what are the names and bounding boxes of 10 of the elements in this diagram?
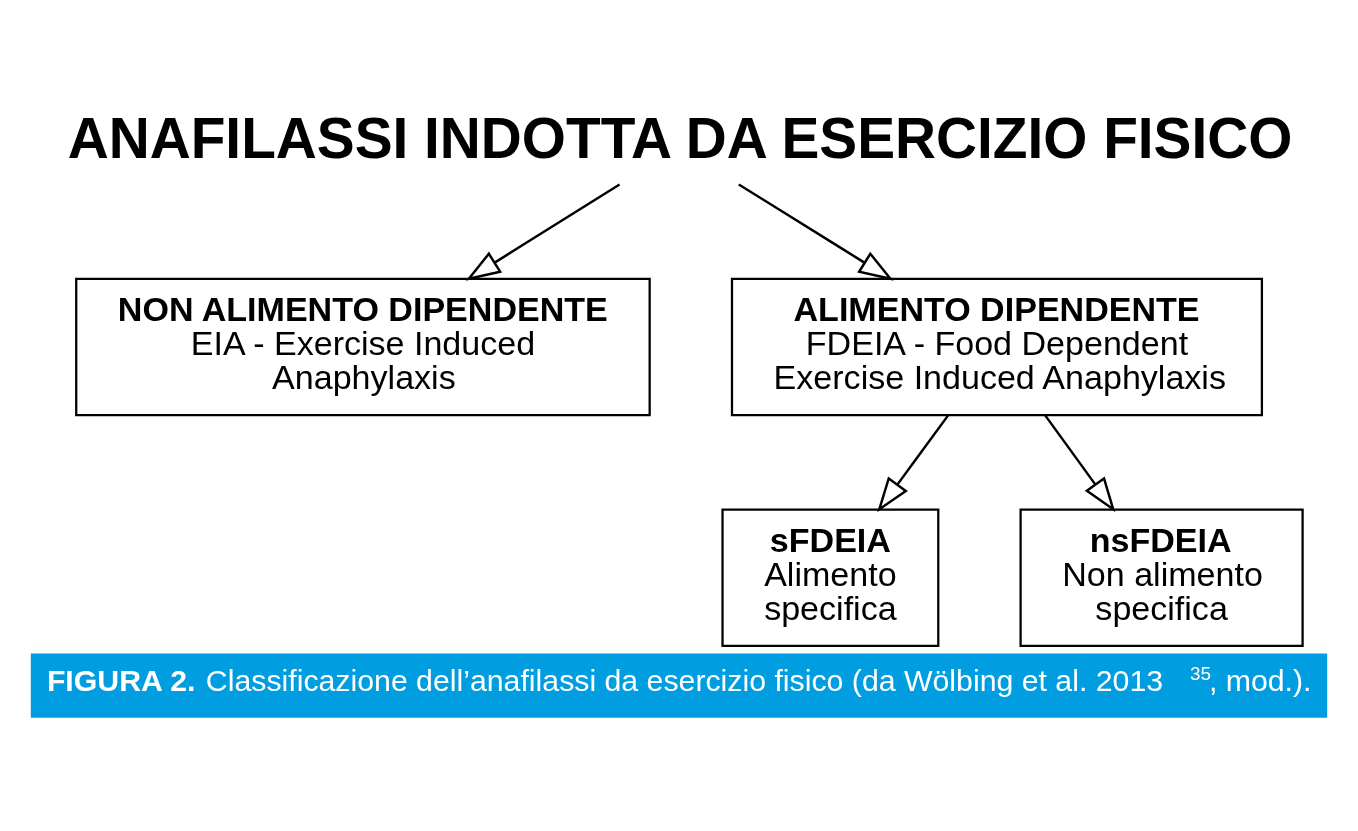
node-box: nsFDEIA Non alimento specifica [1019, 508, 1304, 647]
node-box: ALIMENTO DIPENDENTE FDEIA - Food Dependent Exercise Induced Anaphylaxis [730, 277, 1264, 416]
arrow [877, 413, 950, 512]
node-text: ANAFILASSI INDOTTA DA ESERCIZIO FISICO [67, 106, 1293, 170]
arrow [1044, 413, 1116, 512]
arrow [738, 182, 894, 281]
node-box: sFDEIA Alimento specifica [721, 508, 940, 647]
node-box: NON ALIMENTO DIPENDENTE EIA - Exercise Induced Anaphylaxis [75, 277, 651, 416]
caption: FIGURA 2. Classificazione dell’anafilassi da esercizio fisico (da Wölbing et al. 2013 $^{35}$, mod.). [46, 662, 1312, 697]
arrow [465, 182, 621, 281]
